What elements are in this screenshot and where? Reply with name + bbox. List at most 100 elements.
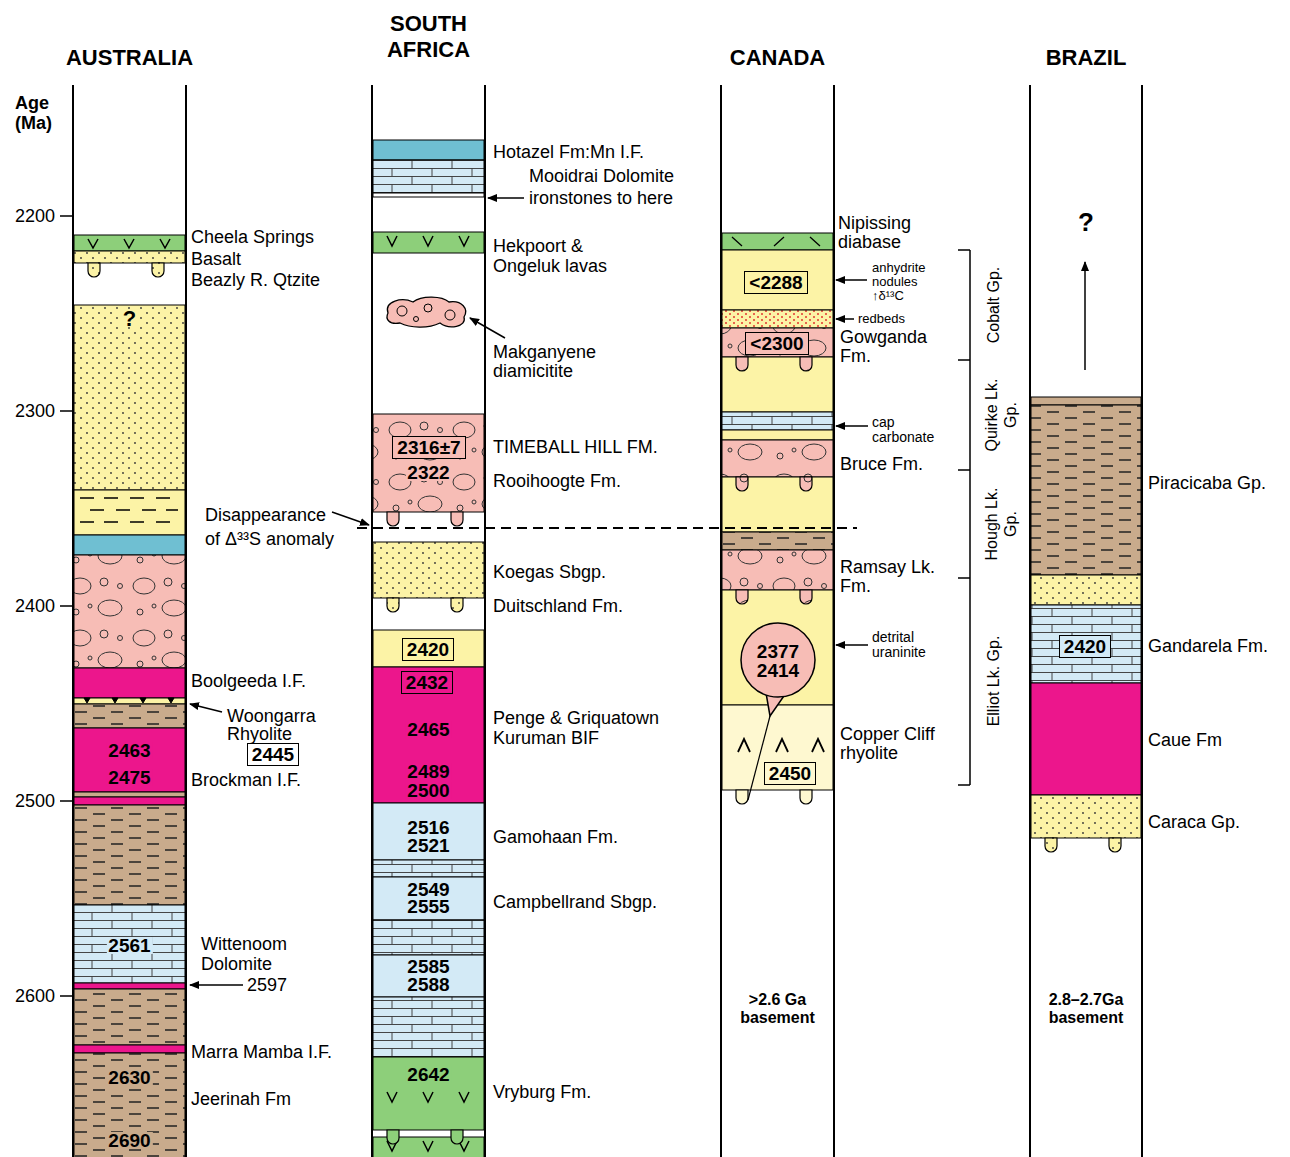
rock-layer [1031,405,1141,575]
formation-label: Ramsay Lk. Fm. [840,558,948,596]
rock-layer [74,983,185,989]
rock-layer [722,412,833,430]
rock-layer [722,440,833,477]
rock-layer [722,430,833,440]
note-label: ironstones to here [529,188,673,208]
age-number: 2450 [769,764,811,783]
age-box: <2300 [745,332,808,355]
rock-layer: 2463 2475 [74,728,185,792]
formation-label: Gowganda Fm. [840,328,940,366]
column-heading: CANADA [688,45,868,70]
rock-layer [397,306,407,316]
formation-label: Marra Mamba I.F. [191,1042,332,1062]
age-number: 2432 [406,673,448,692]
formation-label: Hotazel Fm:Mn I.F. [493,142,644,162]
age-label: 2597 [247,975,287,995]
leader-arrow [836,425,868,427]
rock-layer [748,716,770,800]
age-number: 2489 [405,763,451,780]
rock-layer [74,535,185,555]
age-tick-label: 2200 [15,206,55,226]
axis-title: Age (Ma) [15,93,65,133]
group-label: Hough Lk. Gp. [982,477,1020,572]
formation-label: Cheela Springs Basalt [191,226,326,270]
rock-layer: 2561 [74,905,185,983]
rock-layer [74,805,185,905]
age-number: 2588 [405,976,451,993]
rock-layer [387,236,469,1151]
formation-label: Boolgeeda I.F. [191,671,306,691]
group-label: Elliot Lk. Gp. [984,636,1003,727]
rock-layer [74,235,185,1157]
note-label: detrital uraninite [872,630,940,660]
rock-layer [722,357,833,412]
age-tick-label: 2300 [15,401,55,421]
leader-arrow [190,198,1085,985]
rock-layer: 2465248925002432 [373,667,484,803]
stratigraphic-column: BRAZIL?2.8–2.7Ga basement2420 [1029,85,1143,1157]
rock-layer [736,790,812,804]
rock-layer [74,555,185,668]
column-note: 2.8–2.7Ga basement [1036,991,1136,1027]
rock-layer [373,160,484,193]
stratigraphic-column: AUSTRALIA?24632475256126302690 [72,85,187,1157]
rock-layer [74,797,185,805]
rock-layer [373,414,484,512]
formation-label: Bruce Fm. [840,454,923,474]
rock-layer [736,477,812,491]
leader-arrow [470,318,505,338]
rock-layer [74,668,185,698]
formation-label: Wittenoom Dolomite [201,934,301,974]
leader-arrow [488,197,524,199]
age-number: 2465 [405,721,451,738]
formation-label: Copper Cliff rhyolite [840,725,955,763]
rock-layer [722,328,833,357]
age-number: 2463 [106,742,152,759]
leader-arrow [190,984,243,986]
formation-label: Caraca Gp. [1148,812,1240,832]
rock-layer: 23222316±7 [373,414,484,512]
age-number: <2300 [750,334,803,353]
callout-outline [740,622,816,698]
age-number: 2445 [252,745,294,764]
group-label: Quirke Lk. Gp. [982,368,1020,463]
rock-layer [1031,575,1141,605]
age-tick-label: 2400 [15,596,55,616]
formation-label: Penge & Griquatown Kuruman BIF [493,708,668,748]
age-number: 2475 [106,769,152,786]
formation-label: Piracicaba Gp. [1148,473,1266,493]
stratigraphic-column: CANADA>2.6 Ga basement<2288<230023772414… [720,85,835,1157]
age-box: 2445 [247,743,299,766]
age-callout: 23772414 [740,622,816,698]
age-number: 2420 [407,640,449,659]
rock-layer [373,955,484,997]
rock-layer [373,860,484,877]
rock-layer [74,1045,185,1053]
rock-layer [722,310,833,328]
rock-layer [373,667,484,803]
rock-layer [373,542,484,598]
age-box: <2288 [744,271,807,294]
age-number: 2555 [405,898,451,915]
formation-label: Caue Fm [1148,730,1222,750]
rock-layer [74,251,185,263]
rock-layer [1031,605,1141,683]
rock-layer [738,739,824,752]
age-number: 2414 [755,662,801,679]
rock-layer [373,630,484,667]
age-number: 2322 [405,464,451,481]
formation-label: Beazly R. Qtzite [191,270,320,290]
group-bracket [958,250,970,785]
rock-layer: 26302690 [74,1053,185,1157]
rock-layer [373,1057,484,1130]
age-box: 2450 [764,762,816,785]
formation-label: Brockman I.F. [191,770,301,790]
column-note: >2.6 Ga basement [728,991,828,1027]
rock-layer [74,728,185,792]
leader-arrow [836,644,868,646]
rock-layer [74,698,185,704]
age-number: 2420 [1064,637,1106,656]
formation-label: Nipissing diabase [838,214,928,252]
formation-label: Vryburg Fm. [493,1082,591,1102]
